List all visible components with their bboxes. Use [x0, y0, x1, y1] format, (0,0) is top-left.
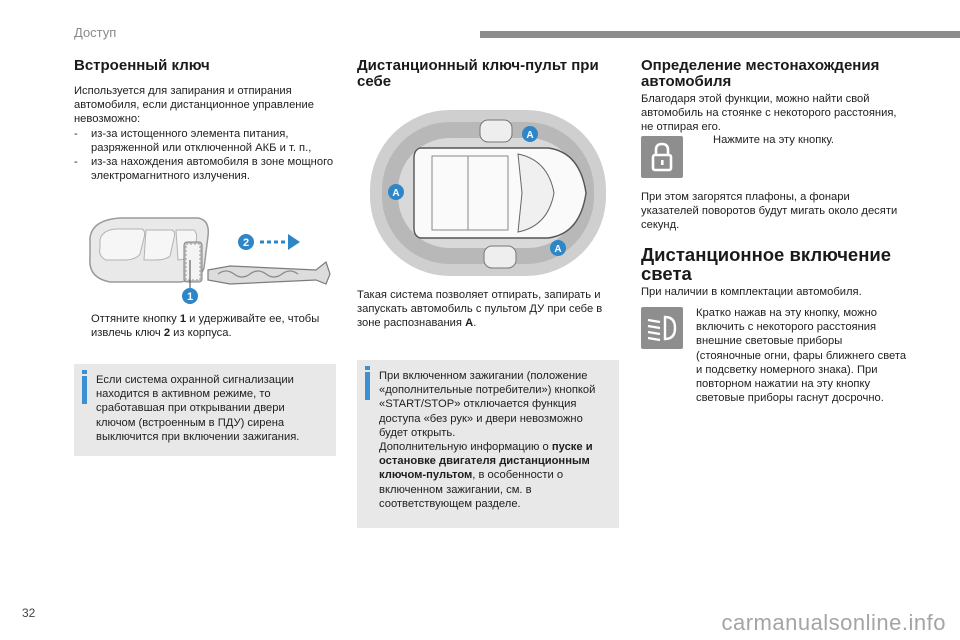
alarm-info-text: Если система охранной сигнализации наход…: [96, 374, 300, 443]
svg-text:A: A: [392, 188, 399, 199]
zone-marker-a: [388, 184, 404, 200]
remote-key-title: Дистанционный ключ-пульт при себе: [357, 57, 599, 90]
metal-key-blade-icon: [207, 260, 331, 285]
header-divider: [480, 31, 960, 38]
alarm-info-box: Если система охранной сигнализации наход…: [74, 364, 336, 457]
info-icon: [365, 366, 370, 370]
list-item: из-за нахождения автомобиля в зоне мощно…: [74, 155, 336, 183]
callout-marker-1: [182, 288, 198, 304]
builtin-key-intro: Используется для запирания и отпирания а…: [74, 85, 314, 126]
extract-key-step: Оттяните кнопку 1 и удерживайте ее, чтоб…: [91, 313, 320, 340]
ignition-info-box: При включенном зажигании (положение «доп…: [357, 360, 619, 528]
svg-text:A: A: [554, 244, 561, 255]
vehicle-locator-title: Определение местонахождения автомобиля: [641, 57, 880, 90]
page-number: 32: [22, 606, 36, 620]
zone-marker-a: [522, 126, 538, 142]
vehicle-locator-section: Определение местонахождения автомобиля Б…: [641, 58, 909, 135]
vehicle-locator-intro: Благодаря этой функции, можно найти свой…: [641, 93, 897, 134]
headlight-button-icon: [641, 307, 683, 349]
list-item: из-за истощенного элемента питания, разр…: [74, 127, 336, 155]
callout-label-2: 2: [243, 237, 249, 249]
svg-text:A: A: [526, 130, 533, 141]
key-extraction-illustration: 1 2: [89, 217, 331, 304]
direction-arrow-icon: [260, 234, 300, 250]
car-top-view-icon: [413, 147, 587, 239]
remote-lighting-intro: При наличии в комплектации автомобиля.: [641, 286, 862, 298]
callout-label-1: 1: [187, 291, 193, 303]
info-icon: [82, 370, 87, 374]
builtin-key-title: Встроенный ключ: [74, 57, 210, 74]
remote-key-body: Такая система позволяет отпирать, запира…: [357, 289, 603, 330]
builtin-key-section: Встроенный ключ Используется для запиран…: [74, 58, 336, 183]
zone-marker-a: [550, 240, 566, 256]
lock-button-icon: [641, 136, 683, 178]
callout-marker-2: [238, 234, 254, 250]
watermark: carmanualsonline.info: [721, 610, 946, 635]
remote-lighting-title: Дистанционное включение света: [641, 244, 892, 284]
section-header: Доступ: [74, 25, 117, 40]
key-fob-icon: [89, 217, 210, 283]
press-button-step: Нажмите на эту кнопку.: [713, 134, 834, 146]
remote-lighting-body: Кратко нажав на эту кнопку, можно включи…: [696, 307, 907, 405]
detection-zone-diagram: A A A: [370, 110, 606, 276]
key-fob-icon: [479, 119, 517, 269]
remote-key-section: Дистанционный ключ-пульт при себе: [357, 58, 619, 100]
locator-result: При этом загорятся плафоны, а фонари ука…: [641, 191, 898, 232]
